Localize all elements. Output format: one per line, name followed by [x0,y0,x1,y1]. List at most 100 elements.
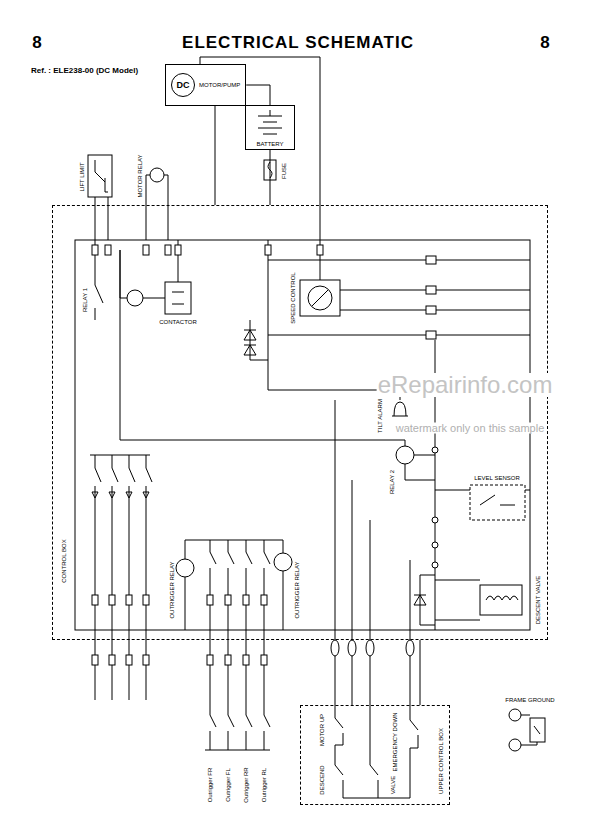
connector-plug [366,640,374,656]
connector-plug [406,640,414,656]
component-label: Outrigger FL [225,767,231,803]
component-label: OUTRIGGER RELAY [169,560,175,619]
node-text: CONTROL BOX [61,538,67,583]
terminal [109,595,115,605]
wire [420,640,421,705]
descent-diode [414,575,435,625]
component-label: MOTOR RELAY [137,153,143,198]
terminal [261,655,267,665]
motor-wire [200,57,320,240]
component-label: OUTRIGGER RELAY [294,560,300,619]
component-label: RELAY 2 [389,469,395,495]
ground-wire [521,715,540,745]
outrigger-contact [228,540,234,750]
motor-pump: DC MOTOR/PUMP [165,64,246,106]
component-label: FUSE [281,162,287,180]
terminal [243,655,249,665]
junction [432,562,438,568]
terminal [426,286,436,294]
component-label: Outrigger RL [261,767,267,803]
terminal [426,256,436,264]
limit-contact [95,160,108,240]
outrigger-relay-wire [185,540,283,630]
junction [432,517,438,523]
ground-terminal [509,709,521,721]
terminal [109,655,115,665]
node-text: MOTOR/PUMP [199,82,240,88]
level-sensor [470,485,525,520]
node-text: DC [171,73,195,97]
terminal [165,245,171,255]
component-label: TILT ALARM [377,398,383,434]
component-label: CONTACTOR [158,319,197,325]
terminal [126,595,132,605]
component-label: LIFT LIMIT [79,161,85,192]
page-number: 8 [539,34,550,51]
diode-pair [244,320,268,360]
outrigger-contact [264,540,270,750]
diode-symbol [126,492,132,498]
terminal [426,331,436,339]
outrigger-relay-coil [274,553,292,571]
terminal [105,245,111,255]
component-label: FRAME GROUND [504,697,555,703]
component-label: Ref. : ELE238-00 (DC Model) [30,67,139,75]
outrigger-bus [205,750,270,751]
level-sensor-contact [435,490,530,505]
component-label: DESCEND [319,764,325,795]
diode-symbol [143,492,149,498]
terminal [175,245,181,255]
component-label: Outrigger RR [243,766,249,803]
contactor-wire [172,240,184,304]
outrigger-contact [246,540,252,750]
ground-terminal [509,739,521,751]
component-label: Outrigger FR [207,767,213,804]
junction [432,447,438,453]
relay2-wire [405,455,435,480]
watermark: eRepairinfo.com [377,373,554,397]
wire [215,106,216,205]
terminal [143,245,149,255]
terminal [92,245,98,255]
connector-plug [331,640,339,656]
component-label: DESCENT VALVE [535,575,541,626]
terminal [92,655,98,665]
terminal [143,595,149,605]
wire [246,85,270,105]
contactor-box [165,282,191,314]
page-number: 8 [31,34,42,51]
component-label: EMERGENCY DOWN [392,711,398,772]
junction [432,542,438,548]
terminal [317,245,323,255]
relay1-wire [120,250,405,446]
controller-wires [268,240,530,390]
terminal [243,595,249,605]
terminal [261,595,267,605]
component-label: MOTOR UP [319,713,325,747]
component-label: SPEED CONTROL [290,271,296,324]
outrigger-contact [210,540,216,750]
motor-relay-wire [146,175,168,240]
terminal [126,655,132,665]
relay2-coil [396,446,414,464]
terminal [426,306,436,314]
terminal [265,245,271,255]
valve-coil [435,580,518,620]
limit-switch [88,155,112,197]
battery-pack: BATTERY [245,105,295,150]
diode-symbol [109,492,115,498]
watermark: watermark only on this sample [395,423,546,434]
terminal [92,595,98,605]
inner-panel [75,240,530,630]
terminal [225,595,231,605]
node-text: UPPER CONTROL BOX [438,727,444,795]
connector-plug [348,640,356,656]
terminal [207,595,213,605]
upper-switches [335,705,418,798]
battery-symbol [258,110,282,134]
terminal [225,655,231,665]
diode-symbol [92,492,98,498]
